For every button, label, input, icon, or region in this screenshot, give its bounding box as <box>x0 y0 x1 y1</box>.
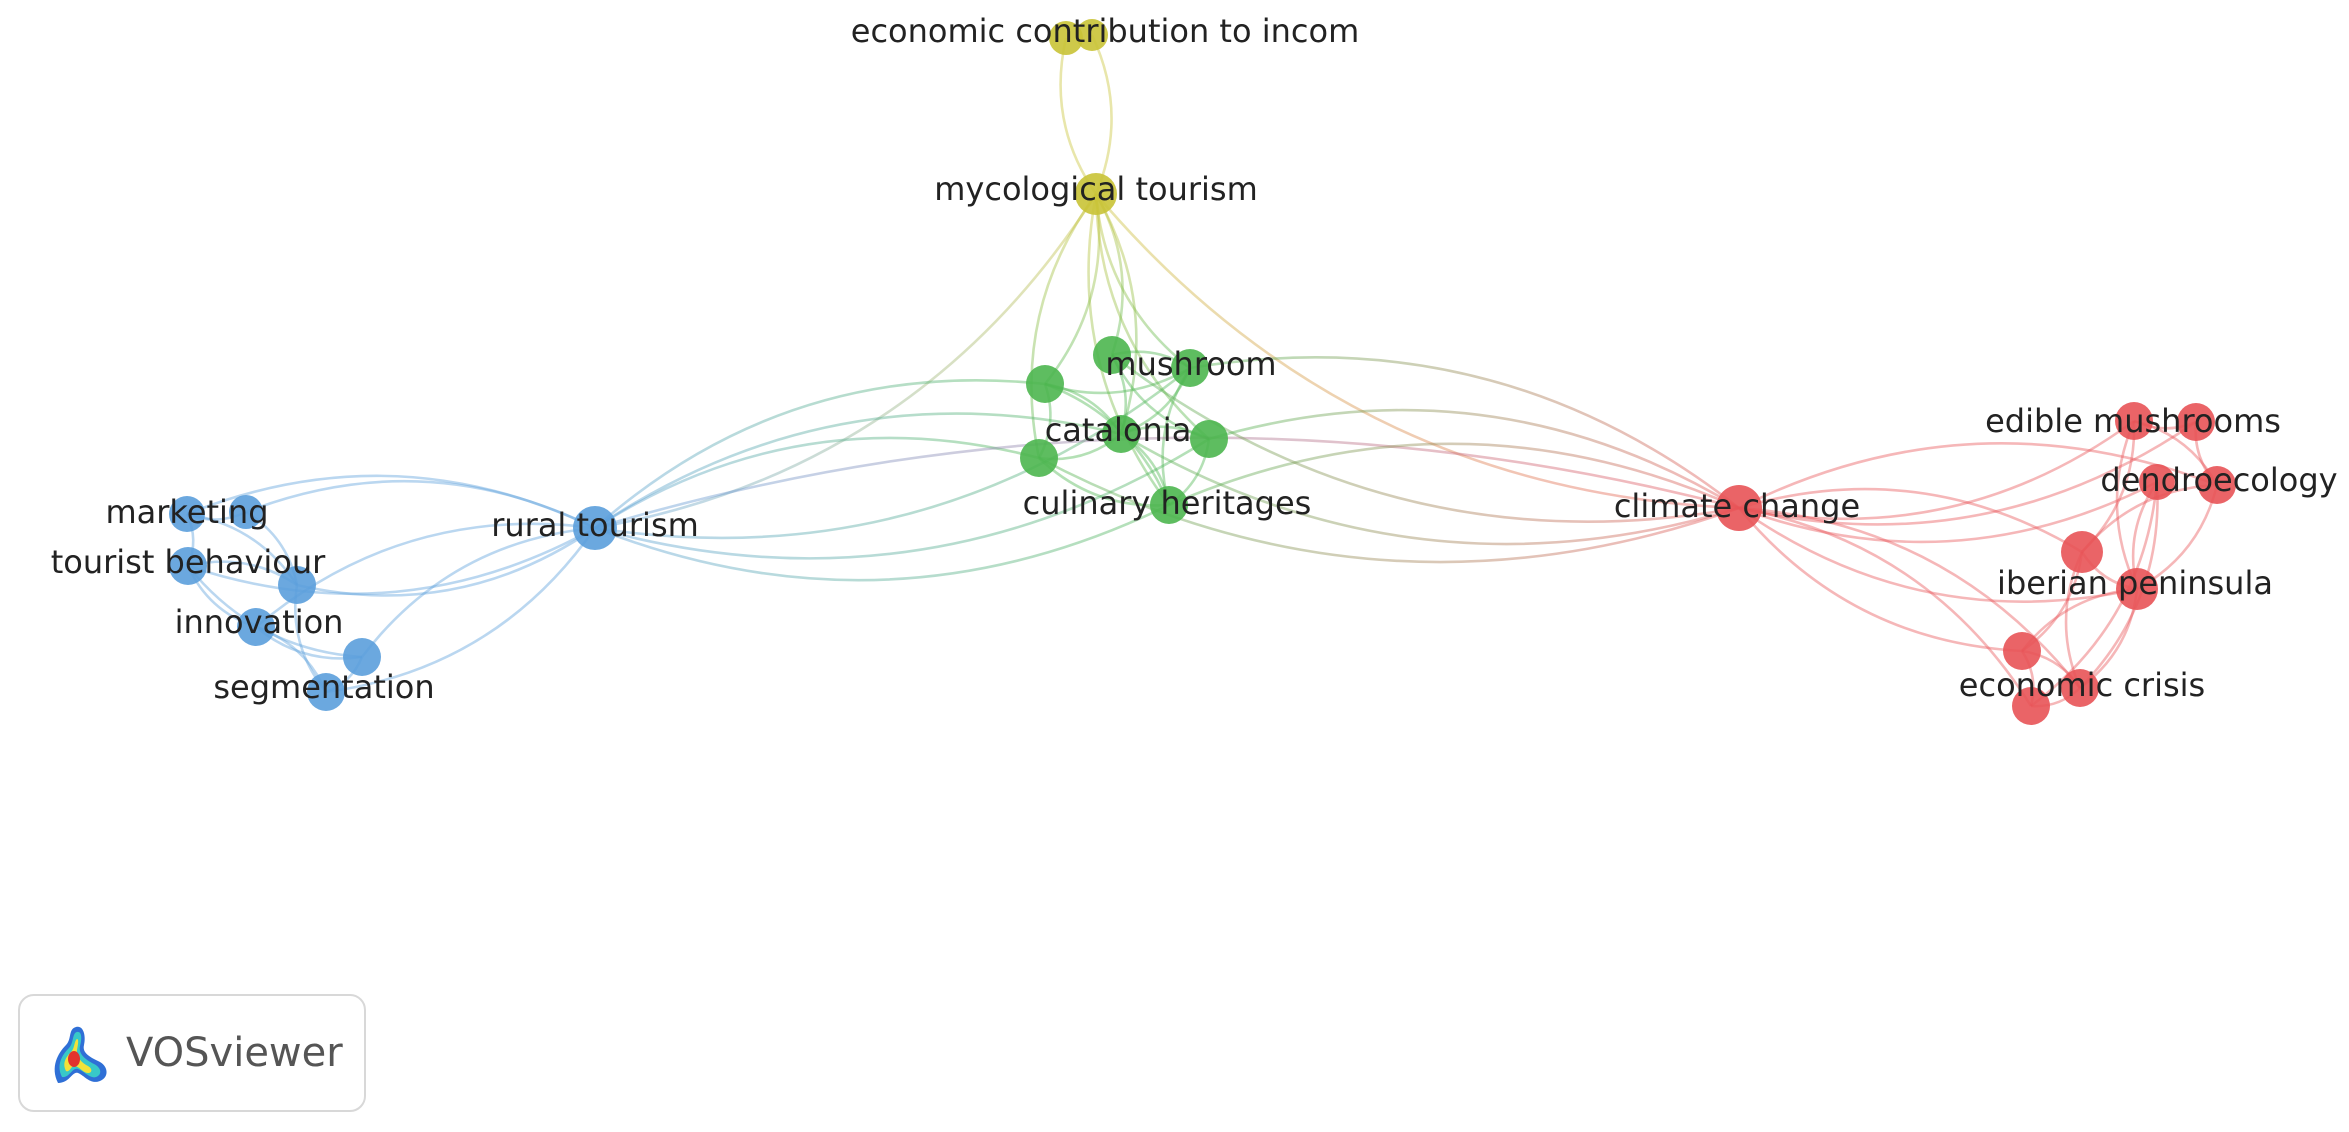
labels-layer: economic contribution to incom mycologica… <box>51 12 2338 706</box>
link-rural-tourism-blue-3 <box>360 526 596 658</box>
link-rural-tourism-green-4 <box>594 437 1210 560</box>
link-rural-tourism-climate-change <box>594 436 1740 530</box>
node-rural-tourism[interactable] <box>573 506 617 550</box>
link-rural-tourism-segmentation <box>325 527 597 694</box>
link-climate-change-mushroom <box>1189 356 1740 510</box>
node-tourist-behaviour[interactable] <box>169 547 207 585</box>
vosviewer-name: VOSviewer <box>126 1030 343 1076</box>
link-rural-tourism-blue-1 <box>245 479 596 530</box>
link-climate-change-green-3 <box>1111 353 1740 523</box>
node-mycological-tourism[interactable] <box>1075 173 1117 215</box>
node-label-economic-crisis[interactable]: economic crisis <box>1959 666 2205 704</box>
link-rural-tourism-green-1 <box>594 379 1046 529</box>
link-climate-change-green-2 <box>1038 456 1740 564</box>
node-red-4[interactable] <box>2012 687 2050 725</box>
node-green-4[interactable] <box>1190 420 1228 458</box>
node-iberian-peninsula[interactable] <box>2116 568 2158 610</box>
node-economic-crisis[interactable] <box>2061 669 2099 707</box>
node-mushroom[interactable] <box>1171 349 1209 387</box>
node-green-3[interactable] <box>1093 336 1131 374</box>
link-rural-tourism-green-2 <box>594 436 1040 530</box>
node-label-edible-mushrooms[interactable]: edible mushrooms <box>1985 402 2281 440</box>
link-climate-change-culinary-heritages <box>1168 442 1740 510</box>
link-rural-tourism-culinary-heritages <box>594 503 1170 582</box>
link-mycological-tourism-green-4 <box>1094 193 1210 440</box>
node-segmentation[interactable] <box>307 673 345 711</box>
node-red-2[interactable] <box>2061 531 2103 573</box>
node-red-3[interactable] <box>2003 632 2041 670</box>
node-climate-change[interactable] <box>1716 485 1762 531</box>
node-culinary-heritages[interactable] <box>1150 486 1188 524</box>
node-catalonia[interactable] <box>1102 415 1140 453</box>
nodes-layer <box>169 19 2236 725</box>
node-label-climate-change[interactable]: climate change <box>1614 487 1860 525</box>
node-label-mycological-tourism[interactable]: mycological tourism <box>934 170 1258 208</box>
node-edible-mushrooms[interactable] <box>2115 402 2153 440</box>
link-red-4-red-5 <box>2030 481 2159 708</box>
node-red-1[interactable] <box>2177 403 2215 441</box>
link-mycological-tourism-climate-change <box>1095 193 1740 510</box>
node-dendroecology[interactable] <box>2198 466 2236 504</box>
link-climate-change-red-5 <box>1738 480 2158 544</box>
node-label-catalonia[interactable]: catalonia <box>1045 411 1192 449</box>
vosviewer-logo-icon <box>54 1026 107 1083</box>
node-economic-contribution-b[interactable] <box>1076 19 1108 51</box>
node-label-dendroecology[interactable]: dendroecology <box>2100 461 2337 499</box>
node-blue-1[interactable] <box>229 495 263 529</box>
vosviewer-badge[interactable]: VOSviewer <box>18 994 366 1112</box>
link-climate-change-green-4 <box>1208 408 1740 510</box>
link-climate-change-red-1 <box>1738 420 2197 526</box>
node-label-economic-contribution[interactable]: economic contribution to incom <box>851 12 1359 50</box>
link-climate-change-red-2 <box>1738 487 2083 554</box>
node-label-rural-tourism[interactable]: rural tourism <box>491 506 699 544</box>
node-innovation[interactable] <box>237 608 275 646</box>
link-rural-tourism-tourist-behaviour <box>187 526 596 596</box>
link-mycological-tourism-rural-tourism <box>594 193 1098 530</box>
link-edible-mushrooms-iberian-peninsula <box>2115 420 2139 590</box>
link-climate-change-red-4 <box>1738 506 2033 707</box>
node-economic-contribution[interactable] <box>1049 21 1083 55</box>
link-climate-change-dendroecology <box>1738 442 2218 510</box>
node-label-iberian-peninsula[interactable]: iberian peninsula <box>1997 564 2273 602</box>
node-label-tourist-behaviour[interactable]: tourist behaviour <box>51 543 326 581</box>
link-climate-change-economic-crisis <box>1738 506 2082 689</box>
link-mycological-tourism-green-1 <box>1043 193 1101 385</box>
node-label-innovation[interactable]: innovation <box>175 603 344 641</box>
link-rural-tourism-catalonia <box>594 412 1122 530</box>
node-label-culinary-heritages[interactable]: culinary heritages <box>1023 484 1312 522</box>
node-green-1[interactable] <box>1026 365 1064 403</box>
link-climate-change-catalonia <box>1120 432 1740 546</box>
node-label-segmentation[interactable]: segmentation <box>213 668 434 706</box>
node-marketing[interactable] <box>169 496 205 532</box>
node-label-marketing[interactable]: marketing <box>105 493 268 531</box>
node-blue-2[interactable] <box>278 566 316 604</box>
node-green-2[interactable] <box>1020 439 1058 477</box>
link-rural-tourism-blue-2 <box>296 526 596 597</box>
node-red-5[interactable] <box>2139 464 2175 500</box>
node-blue-3[interactable] <box>343 638 381 676</box>
node-label-mushroom[interactable]: mushroom <box>1105 345 1276 383</box>
link-climate-change-red-3 <box>1737 507 2023 653</box>
